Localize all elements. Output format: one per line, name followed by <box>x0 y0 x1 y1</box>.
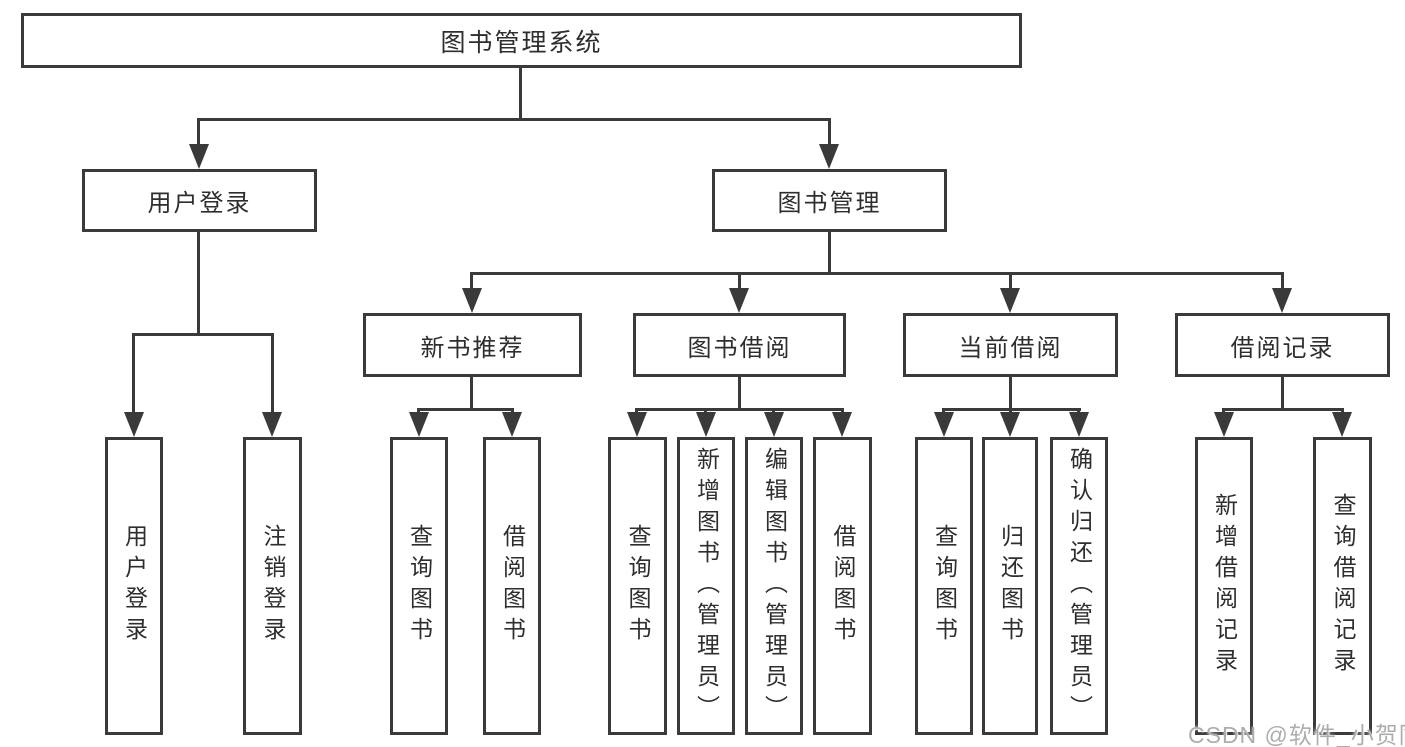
node-edit-books-admin: 编辑图书（管理员） <box>745 437 803 735</box>
node-query-books: 查询图书 <box>915 437 973 735</box>
arrow-down-icon <box>627 412 647 437</box>
connector-vline <box>197 118 200 148</box>
connector-vline <box>1009 377 1012 411</box>
arrow-down-icon <box>462 288 482 313</box>
connector-vline <box>1281 272 1284 292</box>
arrow-down-icon <box>934 412 954 437</box>
arrow-down-icon <box>764 412 784 437</box>
node-label: 编辑图书（管理员） <box>761 446 788 726</box>
arrow-down-icon <box>729 288 749 313</box>
node-new-book-recommendation: 新书推荐 <box>363 313 582 377</box>
node-query-books: 查询图书 <box>390 437 448 735</box>
node-label: 查询图书 <box>931 524 958 648</box>
node-book-borrowing: 图书借阅 <box>633 313 846 377</box>
node-label: 查询图书 <box>625 524 651 648</box>
node-label: 归还图书 <box>997 524 1024 648</box>
connector-vline <box>519 68 522 120</box>
connector-vline <box>132 333 135 414</box>
connector-hline <box>635 408 844 411</box>
node-label: 借阅图书 <box>830 524 856 648</box>
node-return-books: 归还图书 <box>982 437 1038 735</box>
node-user-login: 用户登录 <box>82 169 317 232</box>
connector-vline <box>1009 272 1012 292</box>
arrow-down-icon <box>1000 288 1020 313</box>
arrow-down-icon <box>262 412 282 437</box>
node-label: 借阅图书 <box>499 524 526 648</box>
node-query-borrow-record: 查询借阅记录 <box>1313 437 1372 735</box>
arrow-down-icon <box>1272 288 1292 313</box>
connector-vline <box>470 272 473 292</box>
arrow-down-icon <box>1214 412 1234 437</box>
arrow-down-icon <box>124 412 144 437</box>
node-add-borrow-record: 新增借阅记录 <box>1195 437 1253 735</box>
node-label: 新增借阅记录 <box>1211 493 1238 679</box>
connector-vline <box>197 232 200 336</box>
arrow-down-icon <box>502 412 522 437</box>
node-label: 查询图书 <box>406 524 433 648</box>
node-add-books-admin: 新增图书（管理员） <box>677 437 735 735</box>
arrow-down-icon <box>1000 412 1020 437</box>
connector-hline <box>417 408 514 411</box>
connector-vline <box>828 118 831 148</box>
node-logout: 注销登录 <box>243 437 302 735</box>
node-book-management: 图书管理 <box>712 169 947 232</box>
connector-hline <box>1222 408 1344 411</box>
connector-vline <box>738 377 741 411</box>
node-label: 确认归还（管理员） <box>1066 446 1093 726</box>
connector-vline <box>1281 377 1284 411</box>
node-query-books: 查询图书 <box>608 437 667 735</box>
connector-vline <box>271 333 274 414</box>
connector-hline <box>132 333 274 336</box>
node-label: 新增图书（管理员） <box>693 446 720 726</box>
arrow-down-icon <box>409 412 429 437</box>
node-borrow-books: 借阅图书 <box>483 437 541 735</box>
arrow-down-icon <box>189 144 209 169</box>
connector-vline <box>738 272 741 292</box>
node-confirm-return-admin: 确认归还（管理员） <box>1050 437 1108 735</box>
node-library-management-system: 图书管理系统 <box>21 13 1022 68</box>
node-label: 查询借阅记录 <box>1330 493 1356 679</box>
watermark: CSDN @软件_小贺同学 <box>1188 722 1405 747</box>
node-label: 注销登录 <box>260 524 286 648</box>
arrow-down-icon <box>819 144 839 169</box>
arrow-down-icon <box>832 412 852 437</box>
node-borrowing-records: 借阅记录 <box>1175 313 1390 377</box>
arrow-down-icon <box>1332 412 1352 437</box>
node-borrow-books: 借阅图书 <box>813 437 872 735</box>
node-current-borrowing: 当前借阅 <box>903 313 1118 377</box>
connector-vline <box>828 232 831 275</box>
node-user-login-leaf: 用户登录 <box>105 437 163 735</box>
connector-hline <box>470 272 1283 275</box>
connector-hline <box>197 118 831 121</box>
connector-vline <box>470 377 473 411</box>
arrow-down-icon <box>1069 412 1089 437</box>
node-label: 用户登录 <box>121 524 148 648</box>
arrow-down-icon <box>696 412 716 437</box>
